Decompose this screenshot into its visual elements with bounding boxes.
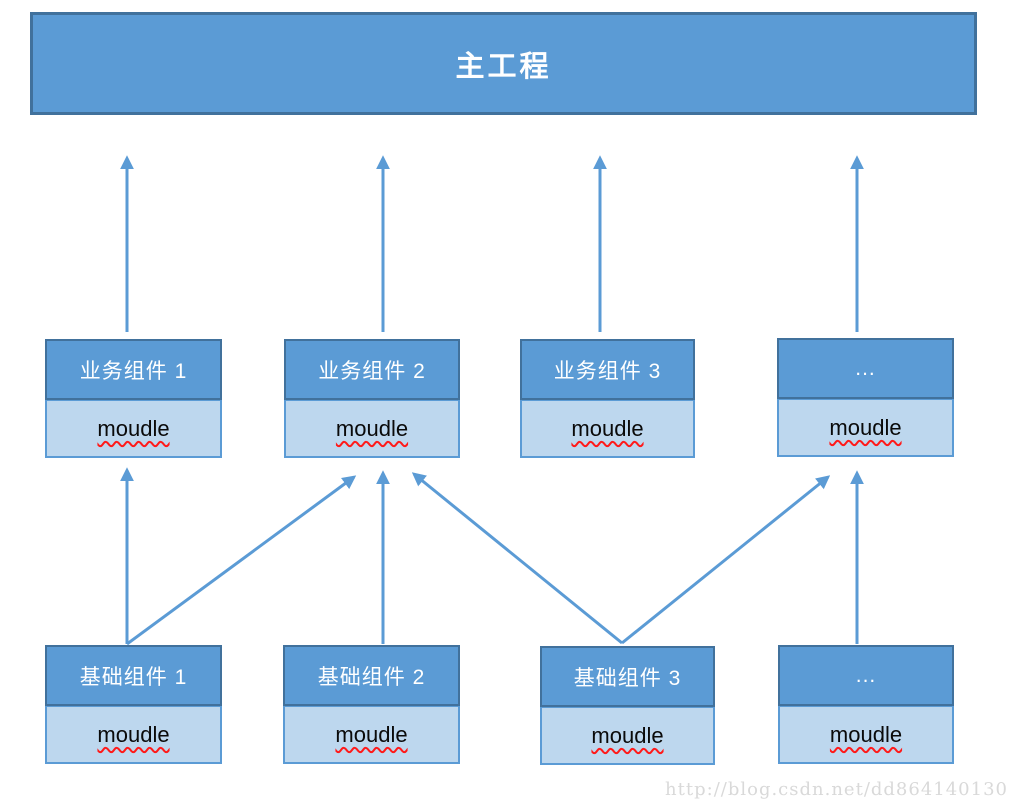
node-base-1: 基础组件 1 moudle [45,645,222,764]
module-label: moudle [829,721,903,747]
business-1-title: 业务组件 1 [45,339,222,400]
dependency-arrow-base-3-to-business-etc [621,475,831,645]
business-etc-module: moudle [777,399,954,457]
module-label: moudle [829,414,902,440]
business-3-module: moudle [520,400,695,458]
watermark-url: http://blog.csdn.net/dd864140130 [665,779,1008,800]
node-base-etc: ... moudle [778,645,954,764]
node-base-3: 基础组件 3 moudle [540,646,715,765]
base-2-title: 基础组件 2 [283,645,460,706]
base-3-module: moudle [540,707,715,765]
node-main-project: 主工程 [30,12,977,115]
node-business-1: 业务组件 1 moudle [45,339,222,458]
base-2-module: moudle [283,706,460,764]
module-label: moudle [335,415,409,441]
base-1-module: moudle [45,706,222,764]
module-label: moudle [335,721,408,747]
dependency-arrow-base-1-to-business-2 [126,475,357,646]
main-project-label: 主工程 [455,50,552,83]
module-label: moudle [591,722,664,748]
business-3-title: 业务组件 3 [520,339,695,400]
node-business-etc: ... moudle [777,338,954,457]
node-base-2: 基础组件 2 moudle [283,645,460,764]
base-etc-title: ... [778,645,954,706]
base-1-title: 基础组件 1 [45,645,222,706]
node-business-2: 业务组件 2 moudle [284,339,460,458]
module-label: moudle [97,721,170,747]
business-1-module: moudle [45,400,222,458]
base-3-title: 基础组件 3 [540,646,715,707]
business-2-title: 业务组件 2 [284,339,460,400]
module-label: moudle [571,415,644,441]
business-etc-title: ... [777,338,954,399]
base-etc-module: moudle [778,706,954,764]
business-2-module: moudle [284,400,460,458]
dependency-arrow-base-3-to-business-2 [411,472,623,645]
module-label: moudle [97,415,170,441]
node-business-3: 业务组件 3 moudle [520,339,695,458]
